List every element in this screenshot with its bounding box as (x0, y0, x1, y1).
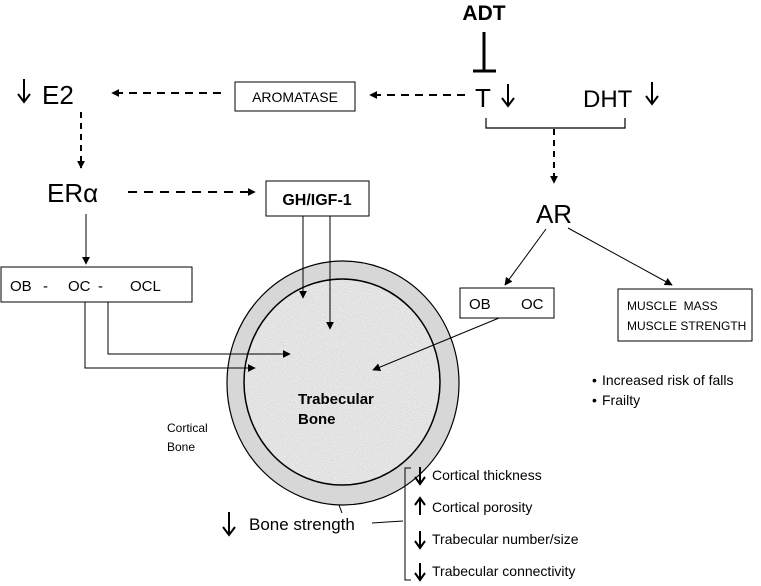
changes-bracket (404, 467, 411, 581)
cortical-bone-label: Bone (167, 440, 195, 454)
oc-label: OC (521, 296, 544, 313)
muscle-mass-label: MUSCLE MASS (627, 299, 718, 313)
risk-item: Increased risk of falls (602, 372, 734, 388)
trabecular-bone-label: Trabecular (298, 391, 374, 408)
eralpha-label: ERα (47, 178, 98, 208)
bone-to-strength-line (338, 504, 343, 514)
bone-change-label: Cortical thickness (432, 467, 542, 483)
dash-label: - (43, 278, 48, 295)
ob-to-cortical-arrow (84, 302, 256, 372)
strength-to-list-line (371, 520, 404, 524)
aromatase-label: AROMATASE (252, 89, 338, 105)
trabecular-texture (244, 279, 440, 485)
dht-down-arrow-icon (645, 82, 659, 106)
aromatase-box (234, 81, 356, 112)
muscle-box (617, 288, 753, 342)
t-dht-bracket (485, 118, 626, 129)
bone-change-label: Trabecular number/size (432, 531, 579, 547)
risk-list: • Increased risk of falls • Frailty (592, 372, 734, 408)
ob-oc-box (459, 287, 555, 319)
change-down-arrow-icon (414, 531, 426, 550)
bone-change-label: Trabecular connectivity (432, 563, 575, 579)
t-label: T (475, 83, 491, 113)
oc-to-trabecular-arrow (107, 302, 291, 358)
ob-label: OB (469, 296, 491, 313)
trabecular-bone-label: Bone (298, 411, 336, 428)
bullet-icon: • (592, 392, 597, 408)
dash-label: - (98, 278, 103, 295)
change-down-arrow-icon (414, 467, 426, 486)
bone-strength-label: Bone strength (249, 515, 355, 534)
ar-to-oboc-arrow (504, 228, 547, 286)
cortical-bone-label: Cortical (167, 421, 208, 435)
e2-down-arrow-icon (17, 79, 31, 104)
ar-label: AR (536, 199, 572, 229)
e2-label: E2 (42, 80, 74, 110)
oboc-to-trabecular-arrow (372, 317, 500, 371)
muscle-strength-label: MUSCLE STRENGTH (627, 319, 746, 333)
bullet-icon: • (592, 372, 597, 388)
ghigf1-box (265, 180, 370, 217)
ar-to-muscle-arrow (567, 227, 673, 286)
change-up-arrow-icon (414, 496, 426, 515)
trabecular-bone-outline (243, 278, 441, 486)
bone-strength-down-arrow-icon (222, 512, 236, 537)
bone-change-label: Cortical porosity (432, 499, 532, 515)
ocl-label: OCL (130, 278, 161, 295)
adt-label: ADT (462, 2, 505, 25)
dht-label: DHT (583, 86, 633, 113)
ob-oc-ocl-box (0, 266, 193, 303)
oc-label: OC (68, 278, 91, 295)
risk-item: Frailty (602, 392, 640, 408)
ghigf1-label: GH/IGF-1 (282, 192, 351, 209)
ob-label: OB (10, 278, 32, 295)
ob-oc-ocl-labels: OB - OC - OCL (10, 278, 161, 295)
change-down-arrow-icon (414, 563, 426, 582)
t-down-arrow-icon (501, 84, 515, 108)
